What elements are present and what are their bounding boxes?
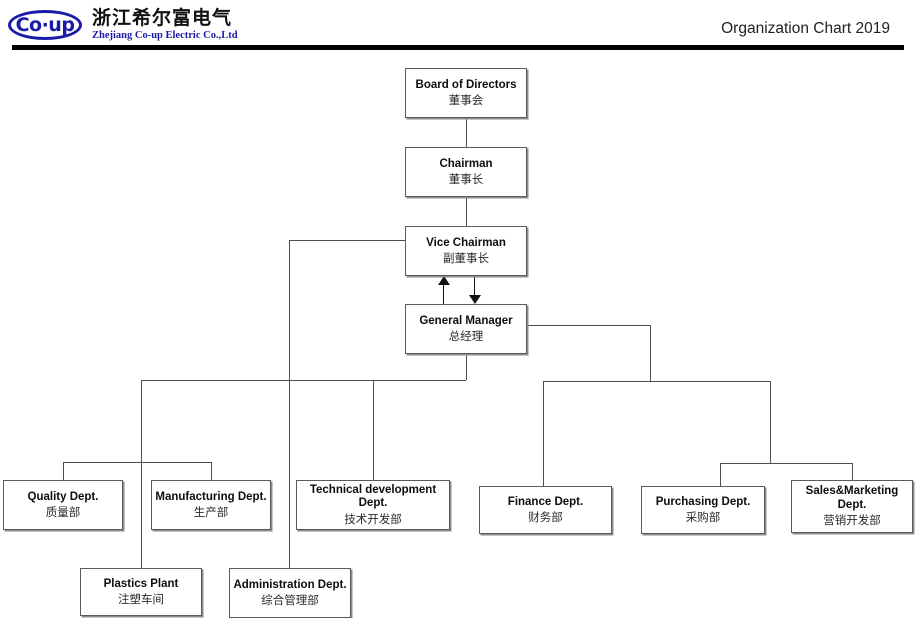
edge-gm-right-stub	[527, 325, 651, 326]
drop-to-purchasing	[720, 463, 721, 486]
node-label-cn: 董事会	[448, 93, 484, 108]
node-label-en: Purchasing Dept.	[655, 495, 751, 508]
node-label-en: Technical development Dept.	[309, 483, 437, 510]
coup-logo-icon: Co·up	[8, 10, 82, 40]
node-label-cn: 质量部	[45, 505, 81, 520]
node-label-en: Administration Dept.	[233, 578, 347, 591]
page-title: Organization Chart 2019	[721, 20, 890, 37]
company-name-english: Zhejiang Co-up Electric Co.,Ltd	[92, 29, 238, 41]
node-label-en: Finance Dept.	[507, 495, 584, 508]
node-label-cn: 董事长	[448, 172, 484, 187]
drop-to-finance	[543, 381, 544, 486]
node-label-cn: 注塑车间	[118, 592, 164, 607]
node-quality-dept[interactable]: Quality Dept. 质量部	[3, 480, 123, 530]
header-divider	[12, 45, 904, 50]
node-label-cn: 生产部	[193, 505, 229, 520]
quality-mfg-subbus	[63, 462, 211, 463]
node-technical-development-dept[interactable]: Technical development Dept. 技术开发部	[296, 480, 450, 530]
drop-to-manufacturing	[211, 462, 212, 480]
node-label-cn: 技术开发部	[344, 511, 402, 526]
left-bus	[141, 380, 466, 381]
node-label-en: Quality Dept.	[27, 490, 99, 503]
right-bus	[543, 381, 771, 382]
edge-vice-to-gm-shaft	[474, 276, 475, 296]
company-logo: Co·up 浙江希尔富电气 Zhejiang Co-up Electric Co…	[8, 4, 260, 46]
arrow-down-icon	[469, 295, 481, 304]
company-name-chinese: 浙江希尔富电气	[92, 6, 233, 29]
drop-to-purchasing-sales-subbus	[770, 381, 771, 463]
edge-vice-admin-drop	[289, 240, 290, 568]
purchasing-sales-subbus	[720, 463, 853, 464]
drop-to-quality	[63, 462, 64, 480]
node-vice-chairman[interactable]: Vice Chairman 副董事长	[405, 226, 527, 276]
edge-vice-left-stub	[289, 240, 405, 241]
node-label-en: Manufacturing Dept.	[155, 490, 267, 503]
node-administration-dept[interactable]: Administration Dept. 综合管理部	[229, 568, 351, 618]
node-chairman[interactable]: Chairman 董事长	[405, 147, 527, 197]
node-plastics-plant[interactable]: Plastics Plant 注塑车间	[80, 568, 202, 616]
node-label-cn: 采购部	[685, 510, 721, 525]
node-general-manager[interactable]: General Manager 总经理	[405, 304, 527, 354]
node-label-en: Vice Chairman	[426, 236, 506, 249]
drop-to-plastics	[141, 462, 142, 568]
node-label-cn: 营销开发部	[823, 513, 881, 528]
node-label-en: Plastics Plant	[103, 577, 179, 590]
drop-to-sales	[852, 463, 853, 480]
drop-to-quality-mfg-subbus	[141, 380, 142, 462]
edge-gm-to-vice-shaft	[443, 284, 444, 304]
node-label-en: Sales&Marketing Dept.	[805, 485, 899, 511]
edge-gm-right-drop	[650, 325, 651, 382]
node-label-en: Board of Directors	[415, 78, 517, 91]
node-label-en: Chairman	[439, 157, 493, 170]
node-sales-marketing-dept[interactable]: Sales&Marketing Dept. 营销开发部	[791, 480, 913, 533]
arrow-up-icon	[438, 276, 450, 285]
node-purchasing-dept[interactable]: Purchasing Dept. 采购部	[641, 486, 765, 534]
node-label-cn: 副董事长	[443, 251, 489, 266]
node-board-of-directors[interactable]: Board of Directors 董事会	[405, 68, 527, 118]
node-finance-dept[interactable]: Finance Dept. 财务部	[479, 486, 612, 534]
company-name-block: 浙江希尔富电气 Zhejiang Co-up Electric Co.,Ltd	[92, 6, 238, 42]
page-header: Co·up 浙江希尔富电气 Zhejiang Co-up Electric Co…	[0, 0, 916, 52]
edge-chairman-vice	[466, 197, 467, 226]
node-label-en: General Manager	[419, 314, 513, 327]
edge-gm-down-stem	[466, 354, 467, 380]
node-manufacturing-dept[interactable]: Manufacturing Dept. 生产部	[151, 480, 271, 530]
node-label-cn: 总经理	[448, 329, 484, 344]
node-label-cn: 财务部	[528, 510, 563, 525]
edge-board-chairman	[466, 118, 467, 147]
logo-mark-text: Co·up	[15, 13, 75, 36]
drop-to-techdev	[373, 380, 374, 480]
node-label-cn: 综合管理部	[261, 593, 319, 608]
